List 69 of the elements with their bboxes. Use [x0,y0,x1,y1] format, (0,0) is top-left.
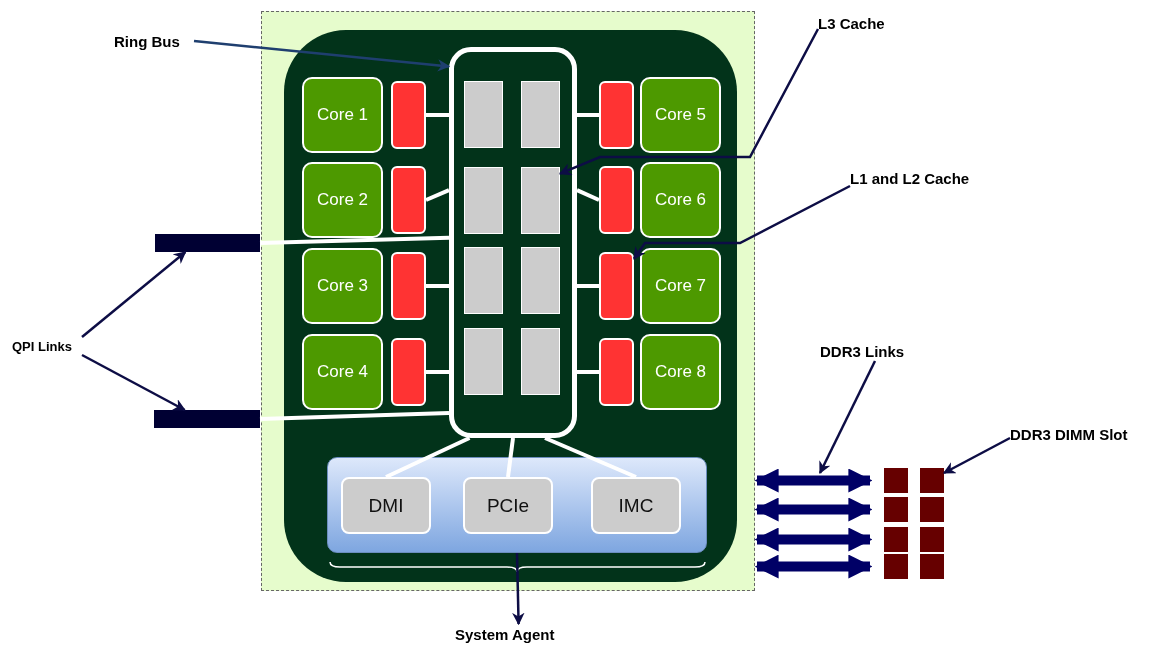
cache-block [391,166,426,234]
core-box: Core 4 [302,334,383,410]
cache-slice [521,167,560,234]
cache-block [391,338,426,406]
core-box: Core 6 [640,162,721,238]
cache-slice [521,247,560,314]
bus-line [576,188,600,202]
memory-slot [920,554,944,579]
double-arrow [754,468,873,493]
memory-slot [920,468,944,493]
cache-slice [464,247,503,314]
leader-arrow [81,353,186,412]
cache-slice [464,328,503,395]
cache-slice [521,328,560,395]
leader-arrow [558,28,820,176]
double-arrow [754,527,873,552]
bus-line [577,113,599,117]
controller-box: DMI [341,477,431,534]
bus-line [426,283,449,288]
cache-block [391,252,426,320]
core-box: Core 7 [640,248,721,324]
callout-label: Ring Bus [114,31,194,51]
callout-label: DDR3 DIMM Slot [1010,424,1152,444]
leader-arrow [818,360,877,475]
memory-slot [920,497,944,522]
link-bar [154,410,260,428]
double-arrow [754,554,873,579]
memory-slot [884,497,908,522]
memory-slot [884,468,908,493]
bus-line [425,188,450,202]
leader-arrow [193,39,451,72]
ring-bus-loop [449,47,577,438]
leader-arrow [81,251,187,338]
cache-slice [464,81,503,148]
callout-label: DDR3 Links [820,341,920,361]
leader-arrow [942,436,1011,475]
cache-block [599,252,634,320]
bus-line [259,411,450,421]
callout-label: QPI Links [12,337,82,355]
memory-slot [920,527,944,552]
core-box: Core 3 [302,248,383,324]
leader-arrow [632,184,851,260]
callout-label: L3 Cache [818,13,902,33]
controller-box: PCIe [463,477,553,534]
link-bar [155,234,260,252]
leader-arrow [512,552,525,626]
callout-label: System Agent [455,624,575,644]
core-box: Core 1 [302,77,383,153]
system-agent-panel [327,457,707,553]
bus-line [577,283,599,288]
bus-line [426,113,449,117]
core-box: Core 8 [640,334,721,410]
cache-block [599,338,634,406]
cache-slice [521,81,560,148]
bus-line [506,437,515,478]
cache-slice [464,167,503,234]
memory-slot [884,527,908,552]
bus-line [426,369,449,374]
cache-block [391,81,426,149]
core-box: Core 2 [302,162,383,238]
bus-line [259,235,450,245]
cache-block [599,81,634,149]
memory-slot [884,554,908,579]
controller-box: IMC [591,477,681,534]
core-box: Core 5 [640,77,721,153]
bus-line [577,369,599,374]
double-arrow [754,497,873,522]
cache-block [599,166,634,234]
callout-label: L1 and L2 Cache [850,168,992,188]
